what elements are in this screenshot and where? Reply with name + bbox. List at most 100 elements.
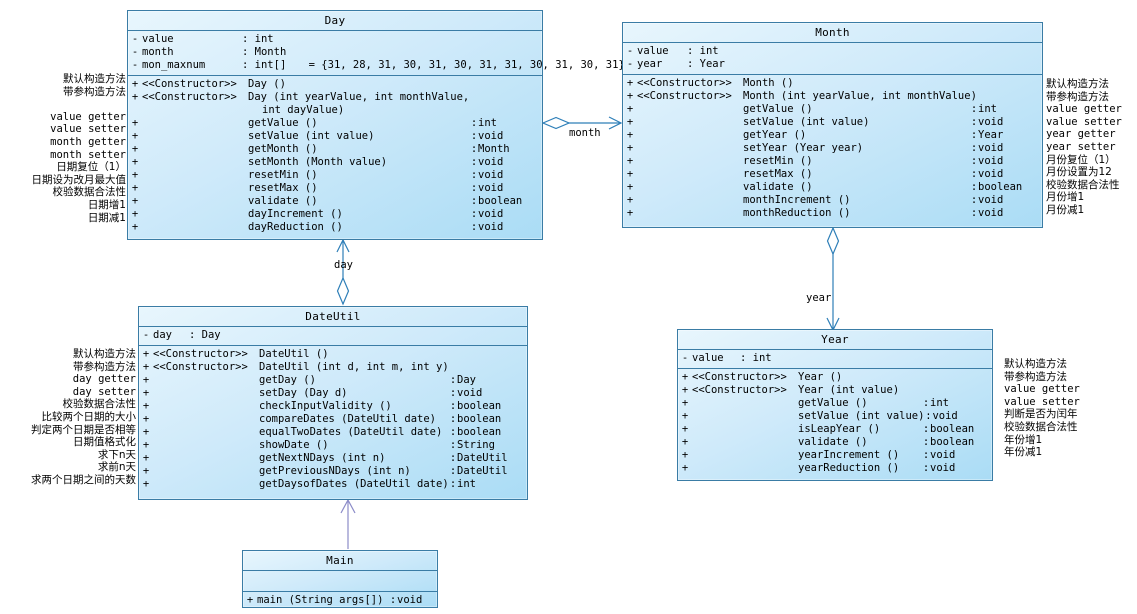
attribute-row: - value: int <box>678 352 992 365</box>
class-title-year: Year <box>678 330 992 350</box>
notes-day: 默认构造方法 带参构造方法 value getter value setter … <box>0 73 127 224</box>
class-title-dateutil: DateUtil <box>139 307 527 327</box>
return-type: int <box>478 117 497 129</box>
visibility-marker: + <box>681 462 689 474</box>
return-separator: : <box>389 594 397 606</box>
class-attributes-day: - value: int - month: Month - mon_maxnum… <box>128 31 625 76</box>
operation-name: DateUtil (int d, int m, int y) <box>259 361 449 373</box>
operation-row: + setDay (Day d) : void <box>139 387 527 400</box>
class-box-day[interactable]: Day - value: int - month: Month - mon_ma… <box>127 10 625 240</box>
return-separator: : <box>970 116 978 128</box>
visibility-marker: + <box>142 348 150 360</box>
return-type: void <box>478 208 504 220</box>
class-title-day: Day <box>128 11 542 31</box>
return-type: boolean <box>457 413 502 425</box>
operation-name: monthIncrement () <box>743 194 851 206</box>
return-type: boolean <box>930 436 975 448</box>
visibility-marker: + <box>142 387 150 399</box>
visibility-marker: + <box>142 465 150 477</box>
visibility-marker: - <box>131 33 139 45</box>
visibility-marker: + <box>142 374 150 386</box>
note-line: 校验数据合法性 <box>62 398 137 411</box>
notes-month: 默认构造方法 带参构造方法 value getter value setter … <box>1046 78 1137 217</box>
note-line: 带参构造方法 <box>63 85 126 98</box>
note-line: 求前n天 <box>97 461 136 474</box>
visibility-marker: + <box>681 371 689 383</box>
operation-row: + getMonth () : Month <box>128 143 542 156</box>
return-type: void <box>978 207 1004 219</box>
visibility-marker: + <box>131 78 139 90</box>
class-box-month[interactable]: Month - value: int - year: Year + <<Cons… <box>622 22 1043 228</box>
operation-name: validate () <box>248 195 318 207</box>
operation-name: getValue () <box>743 103 813 115</box>
operation-name: getPreviousNDays (int n) <box>259 465 411 477</box>
operation-row: + dayReduction () : void <box>128 221 542 234</box>
note-line: 年份减1 <box>1004 446 1043 459</box>
return-type: Year <box>978 129 1004 141</box>
operation-row: + getYear () : Year <box>623 129 1042 142</box>
return-separator: : <box>470 143 478 155</box>
visibility-marker: - <box>681 352 689 364</box>
operation-name: Month () <box>743 77 794 89</box>
return-type: int <box>930 397 949 409</box>
attribute-row: - value: int <box>623 45 1042 58</box>
operation-row: + monthReduction () : void <box>623 207 1042 220</box>
operation-name: resetMin () <box>248 169 318 181</box>
operation-name: DateUtil () <box>259 348 329 360</box>
return-type: void <box>978 116 1004 128</box>
return-type: void <box>978 194 1004 206</box>
return-type: String <box>457 439 495 451</box>
operation-row: + main (String args[]) : void <box>243 594 437 607</box>
note-line: 月份复位（1） <box>1046 153 1116 166</box>
operation-name: setMonth (Month value) <box>248 156 388 168</box>
return-separator: : <box>449 374 457 386</box>
note-line: value getter <box>1004 383 1080 396</box>
visibility-marker: + <box>142 361 150 373</box>
class-attributes-month: - value: int - year: Year <box>623 43 1042 75</box>
return-separator: : <box>922 436 930 448</box>
return-separator: : <box>449 439 457 451</box>
class-box-main[interactable]: Main + main (String args[]) : void <box>242 550 438 608</box>
return-separator: : <box>470 169 478 181</box>
visibility-marker: + <box>626 207 634 219</box>
operation-name: yearIncrement () <box>798 449 900 461</box>
note-line: 校验数据合法性 <box>52 186 127 199</box>
visibility-marker: + <box>681 384 689 396</box>
connector-main-dateutil <box>340 498 356 549</box>
return-type: void <box>397 594 423 606</box>
note-line: 默认构造方法 <box>73 348 136 360</box>
attribute-name: value <box>142 33 174 45</box>
operation-name: monthReduction () <box>743 207 851 219</box>
operation-name: yearReduction () <box>798 462 900 474</box>
class-box-dateutil[interactable]: DateUtil - day: Day + <<Constructor>>Dat… <box>138 306 528 500</box>
note-line: 月份减1 <box>1046 203 1085 216</box>
return-separator: : <box>925 410 932 422</box>
class-box-year[interactable]: Year - value: int + <<Constructor>>Year … <box>677 329 993 481</box>
note-line: 校验数据合法性 <box>1004 420 1078 433</box>
return-type: DateUtil <box>457 465 508 477</box>
visibility-marker: + <box>131 221 139 233</box>
note-line: 带参构造方法 <box>73 360 136 373</box>
return-type: void <box>478 169 504 181</box>
class-operations-year: + <<Constructor>>Year () + <<Constructor… <box>678 369 992 478</box>
note-line: 求下n天 <box>97 448 136 461</box>
operation-name: resetMax () <box>743 168 813 180</box>
operation-row-continuation: int dayValue) <box>128 104 542 117</box>
operation-row: + setValue (int value) : void <box>128 130 542 143</box>
operation-row: + resetMin () : void <box>128 169 542 182</box>
note-line: 月份增1 <box>1046 191 1085 204</box>
note-line: value getter <box>1046 103 1122 116</box>
note-line: month setter <box>50 148 126 161</box>
attribute-row-empty <box>243 573 437 586</box>
operation-name: getValue () <box>248 117 318 129</box>
stereotype: <<Constructor>> <box>692 384 787 396</box>
return-type: int <box>457 478 476 490</box>
note-line: 带参构造方法 <box>1046 90 1109 103</box>
return-separator: : <box>470 156 478 168</box>
operation-name: checkInputValidity () <box>259 400 392 412</box>
attribute-row: - value: int <box>128 33 542 46</box>
operation-row: + setValue (int value) : void <box>623 116 1042 129</box>
operation-row: + <<Constructor>>Day () <box>128 78 542 91</box>
attribute-name: day <box>153 329 172 341</box>
operation-row: + dayIncrement () : void <box>128 208 542 221</box>
